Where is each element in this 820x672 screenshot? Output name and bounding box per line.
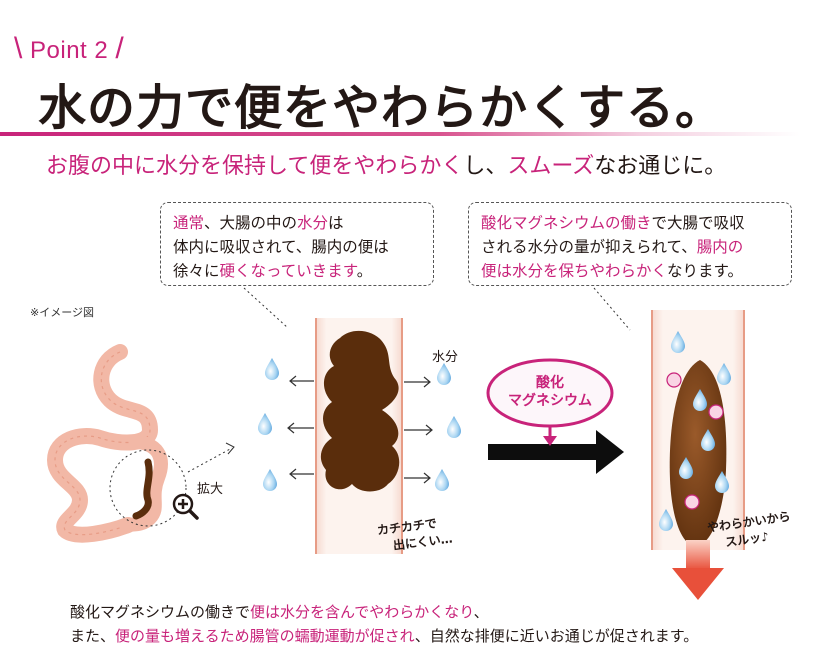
subtitle: お腹の中に水分を保持して便をやわらかくし、スムーズなお通じに。	[46, 148, 726, 180]
transition-arrow-icon	[488, 430, 624, 474]
colon-tube-soft	[651, 310, 745, 550]
hard-stool-icon	[320, 330, 400, 492]
callout-leader	[593, 287, 631, 331]
subtitle-part-2: し、	[463, 154, 508, 179]
summary-part: 、自然な排便に近いお通じが促されます。	[414, 627, 699, 645]
callout-right-text: される水分の量が抑えられて、	[481, 238, 697, 256]
water-drop-icon	[263, 469, 277, 491]
subtitle-part-1: お腹の中に水分を保持して便をやわらかく	[46, 154, 464, 179]
point-label: \ Point 2 /	[14, 32, 124, 66]
callout-right-text: で大腸で吸収	[651, 214, 745, 232]
callout-left-text: 硬くなっていきます	[219, 262, 357, 280]
water-drop-icon	[258, 413, 272, 435]
callout-left-text: 徐々に	[173, 262, 220, 280]
callout-left-text: 体内に吸収されて、腸内の便は	[173, 238, 389, 256]
callout-right-text: 酸化マグネシウムの働き	[481, 214, 652, 232]
callout-magnesium-effect: 酸化マグネシウムの働きで大腸で吸収 される水分の量が抑えられて、腸内の 便は水分…	[468, 202, 792, 286]
callout-right-text: 便は水分を保ちやわらかく	[481, 262, 668, 280]
point-slash-left: \	[14, 32, 23, 65]
summary-part: 便の量も増えるため腸管の蠕動運動が促され	[115, 627, 415, 645]
point-slash-right: /	[115, 32, 125, 65]
subtitle-part-4: なお通じに。	[594, 154, 727, 179]
summary-text: 酸化マグネシウムの働きで便は水分を含んでやわらかくなり、 また、便の量も増えるた…	[70, 600, 698, 648]
callout-left-text: は	[328, 214, 344, 232]
callout-right-text: 腸内の	[696, 238, 744, 256]
callout-left-text: 。	[356, 262, 373, 280]
zoom-label: 拡大	[197, 482, 224, 497]
page-title: 水の力で便をやわらかくする。	[38, 80, 725, 136]
callout-left-text: 水分	[297, 214, 329, 232]
title-divider	[0, 132, 800, 136]
summary-part: 、	[473, 603, 489, 621]
badge-line: マグネシウム	[508, 393, 592, 409]
colon-tube-hard	[315, 318, 403, 554]
image-note: ※イメージ図	[30, 306, 94, 319]
point-text: Point 2	[30, 37, 109, 64]
callout-left-text: 、大腸の中の	[204, 214, 298, 232]
summary-part: 便は水分を含んでやわらかくなり	[250, 603, 474, 621]
callout-leader	[243, 287, 289, 329]
magnesium-badge-text: 酸化 マグネシウム	[488, 374, 612, 410]
magnesium-badge	[486, 358, 614, 446]
down-arrow-icon	[672, 540, 724, 600]
badge-line: 酸化	[536, 375, 564, 391]
water-drop-icon	[437, 363, 451, 385]
summary-part: 酸化マグネシウムの働きで	[70, 603, 251, 621]
callout-left-text: 通常	[173, 214, 205, 232]
intestine-icon	[46, 344, 235, 543]
summary-part: また、	[70, 627, 116, 645]
water-label: 水分	[432, 350, 459, 365]
absorption-arrows	[287, 375, 433, 484]
callout-right-text: なります。	[667, 262, 743, 280]
subtitle-part-3: スムーズ	[507, 154, 595, 179]
water-drop-icon	[435, 469, 449, 491]
water-drop-icon	[447, 416, 461, 438]
callout-normal-absorption: 通常、大腸の中の水分は 体内に吸収されて、腸内の便は 徐々に硬くなっていきます。	[160, 202, 434, 286]
water-drop-icon	[265, 358, 279, 380]
